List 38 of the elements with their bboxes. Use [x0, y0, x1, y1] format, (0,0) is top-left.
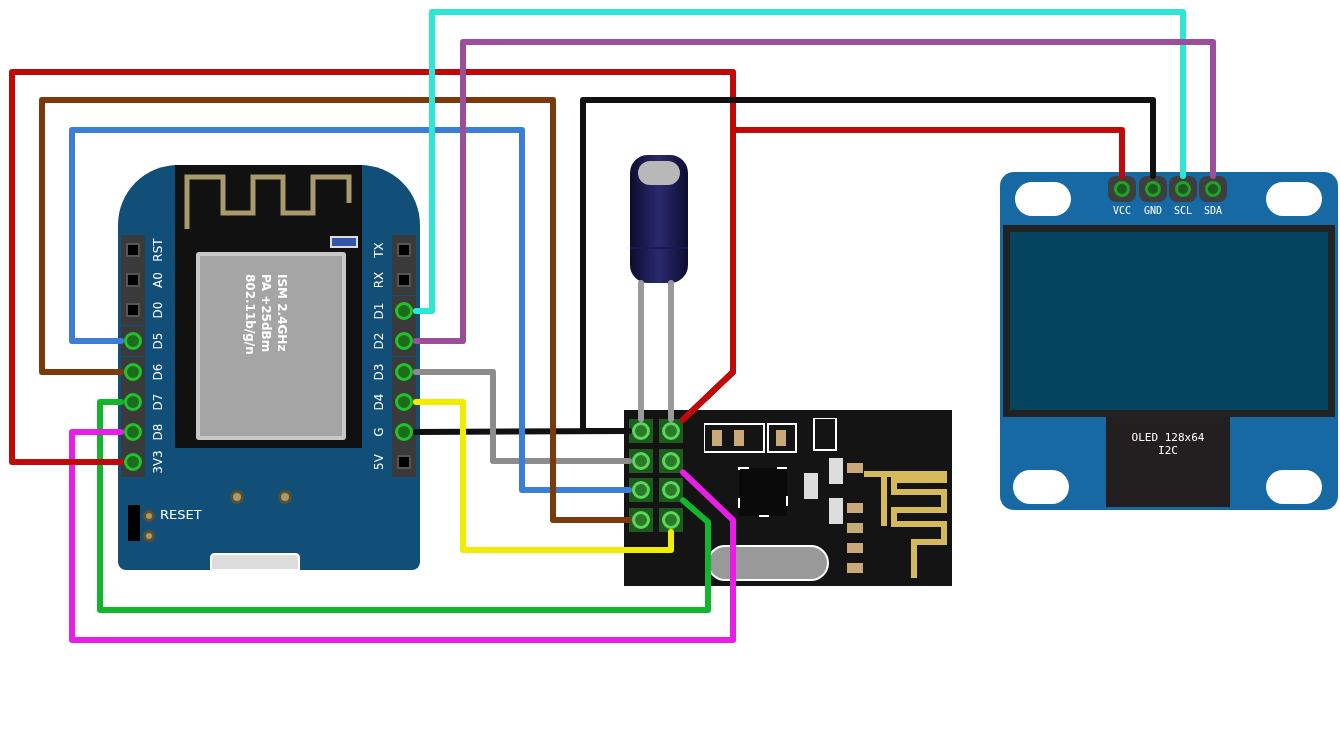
pin-label: D1: [373, 302, 385, 320]
pin-label: TX: [373, 242, 385, 258]
pin-label: SDA: [1203, 206, 1223, 216]
pin-label: SCL: [1173, 206, 1193, 216]
wire: [413, 9, 1186, 314]
module-label: OLED 128x64 I2C: [1130, 431, 1206, 457]
wire: [69, 429, 736, 643]
spec-text: ISM 2.4GHz: [274, 274, 290, 352]
pin-label: D8: [152, 423, 164, 441]
pin-label: D0: [152, 301, 164, 319]
spec-text: PA +25dBm: [258, 274, 274, 353]
wire: [39, 97, 632, 523]
wire: [69, 127, 632, 493]
wire: [413, 369, 632, 464]
pin-label: RX: [373, 271, 385, 289]
pin-label: RST: [152, 238, 164, 262]
pin-label: GND: [1143, 206, 1163, 216]
wire: [638, 280, 644, 422]
pin-label: 3V3: [152, 450, 164, 474]
wire: [668, 280, 674, 422]
button-label: RESET: [160, 508, 202, 521]
pin-label: D6: [152, 363, 164, 381]
wire: [413, 399, 674, 553]
pin-label: VCC: [1112, 206, 1132, 216]
wire: [97, 399, 711, 613]
pin-label: D4: [373, 393, 385, 411]
wire: [413, 39, 1216, 344]
wire: [9, 69, 736, 465]
wire: [680, 127, 1125, 423]
pin-label: 5V: [373, 454, 385, 470]
pin-label: D5: [152, 332, 164, 350]
wire: [580, 97, 1156, 434]
pin-label: D7: [152, 393, 164, 411]
spec-text: 802.11b/g/n: [242, 274, 258, 355]
pin-label: D3: [373, 363, 385, 381]
pin-label: D2: [373, 332, 385, 350]
pin-label: A0: [152, 272, 164, 288]
pin-label: G: [373, 427, 385, 437]
